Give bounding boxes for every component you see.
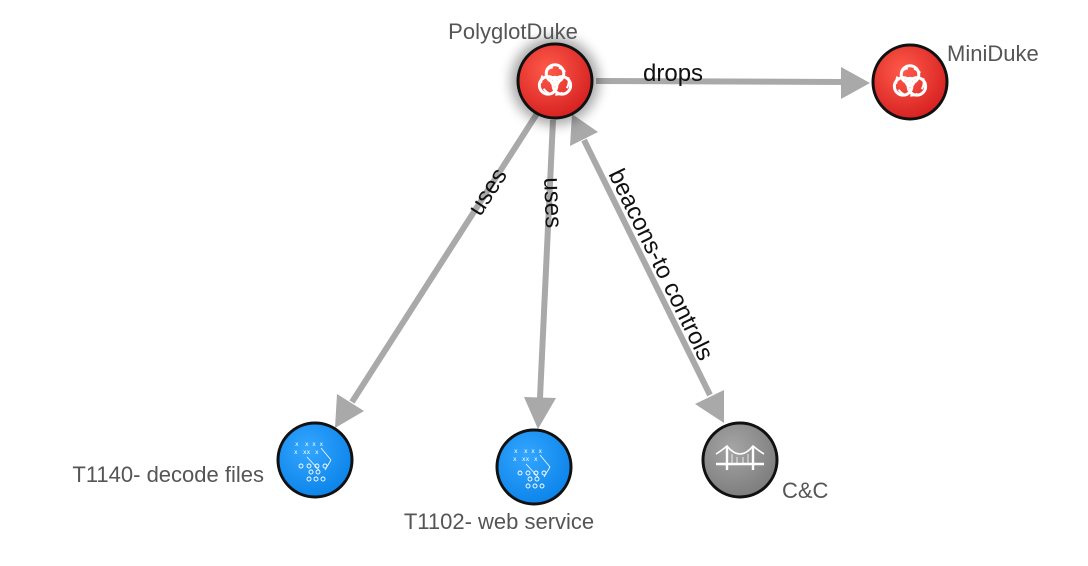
edge-label-uses-t1102: uses — [538, 177, 567, 229]
node-label-cc: C&C — [782, 478, 829, 503]
node-polyglotduke[interactable] — [511, 37, 599, 125]
node-label-t1102: T1102- web service — [404, 509, 594, 534]
edge-beacons-to-controls[interactable] — [570, 114, 724, 423]
edge-label-beacons-to-controls: beacons-to controls — [603, 165, 719, 365]
node-miniduke[interactable] — [871, 43, 949, 121]
edge-label-uses-t1140: uses — [463, 163, 513, 220]
node-label-polyglotduke: PolyglotDuke — [448, 19, 578, 44]
node-t1102[interactable] — [495, 428, 573, 506]
edge-uses-t1102[interactable] — [524, 119, 556, 429]
node-t1140[interactable] — [276, 421, 354, 499]
node-cc[interactable] — [701, 421, 779, 499]
edge-label-drops: drops — [643, 60, 703, 87]
node-label-miniduke: MiniDuke — [947, 41, 1039, 66]
edge-drops[interactable] — [595, 67, 870, 99]
edge-uses-t1140[interactable] — [335, 110, 541, 428]
node-label-t1140: T1140- decode files — [72, 462, 264, 487]
